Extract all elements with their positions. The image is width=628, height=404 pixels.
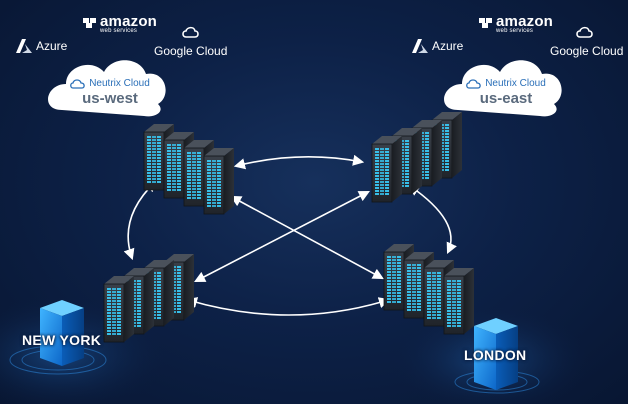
google-cloud-label: Google Cloud bbox=[550, 44, 624, 58]
azure-logo: Azure bbox=[16, 39, 67, 53]
building-icon bbox=[474, 318, 518, 390]
google-cloud-logo: Google Cloud bbox=[154, 26, 228, 58]
aws-logo: amazon web services bbox=[478, 14, 553, 34]
neutrix-cloud-icon bbox=[466, 78, 481, 89]
aws-logo-icon bbox=[479, 17, 492, 28]
region-us-east: us-east bbox=[479, 90, 533, 107]
azure-logo-icon bbox=[16, 39, 32, 53]
aws-webservices-label: web services bbox=[496, 28, 534, 34]
server-rack-icon bbox=[383, 243, 475, 335]
google-cloud-icon bbox=[576, 26, 593, 38]
server-rack-icon bbox=[103, 253, 195, 343]
aws-logo: amazon web services bbox=[82, 14, 157, 34]
cloud-us-east bbox=[444, 60, 562, 117]
arc-newyork-london bbox=[185, 297, 391, 316]
azure-label: Azure bbox=[432, 39, 464, 53]
server-rack-icon bbox=[143, 123, 235, 215]
arc-west-newyork bbox=[123, 180, 157, 261]
aws-logo-icon bbox=[83, 17, 96, 28]
server-rack-icon bbox=[371, 111, 463, 203]
azure-label: Azure bbox=[36, 39, 68, 53]
aws-amazon-label: amazon bbox=[496, 13, 554, 30]
cloud-us-east-label: Neutrix Cloud us-east bbox=[446, 78, 566, 107]
azure-logo-icon bbox=[412, 39, 428, 53]
aws-webservices-label: web services bbox=[100, 28, 138, 34]
link-east-newyork bbox=[194, 190, 370, 283]
city-london: LONDON bbox=[464, 347, 527, 363]
link-west-london bbox=[230, 195, 384, 280]
building-icon bbox=[40, 300, 84, 366]
neutrix-cloud-icon bbox=[70, 78, 85, 89]
arc-west-east bbox=[233, 154, 365, 170]
neutrix-brand-west: Neutrix Cloud bbox=[89, 78, 150, 89]
google-cloud-logo: Google Cloud bbox=[550, 26, 624, 58]
city-new-york: NEW YORK bbox=[22, 332, 102, 348]
cloud-us-west bbox=[48, 60, 166, 117]
azure-logo: Azure bbox=[412, 39, 463, 53]
region-us-west: us-west bbox=[82, 90, 138, 107]
google-cloud-label: Google Cloud bbox=[154, 44, 228, 58]
cloud-us-west-label: Neutrix Cloud us-west bbox=[50, 78, 170, 107]
neutrix-brand-east: Neutrix Cloud bbox=[485, 78, 546, 89]
aws-amazon-label: amazon bbox=[100, 13, 158, 30]
arc-east-london bbox=[408, 184, 457, 255]
google-cloud-icon bbox=[182, 26, 199, 38]
